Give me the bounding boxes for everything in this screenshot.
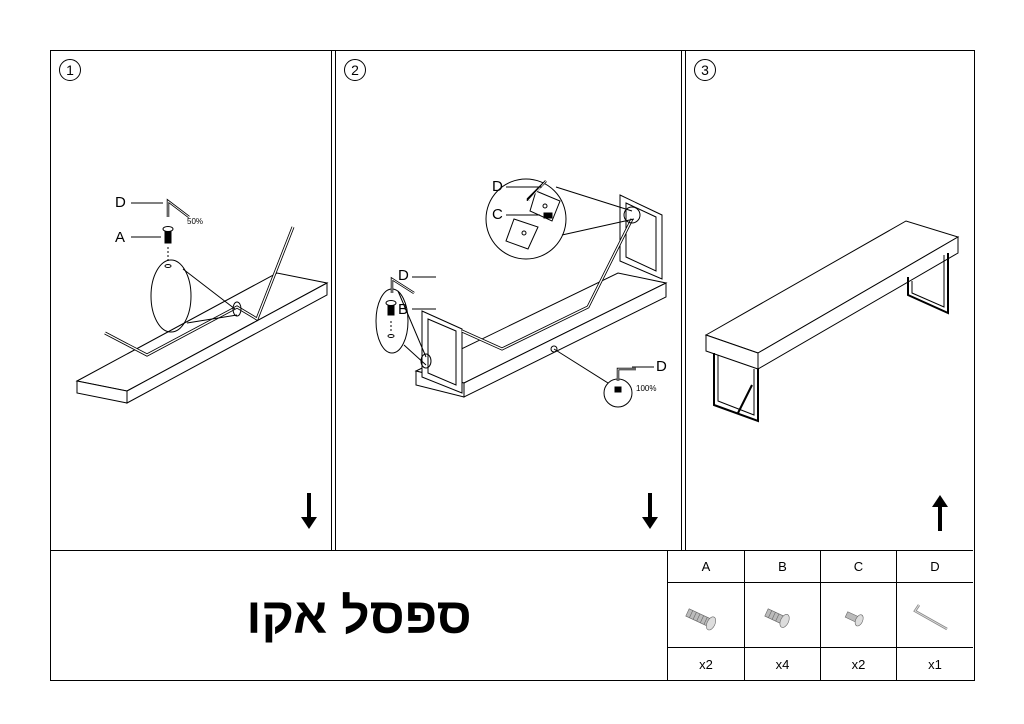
step-3-illustration bbox=[704, 220, 960, 423]
step-1-illustration bbox=[75, 198, 329, 404]
part-label-b: B bbox=[398, 301, 409, 318]
panel-divider bbox=[331, 51, 336, 551]
part-column-d: D x1 bbox=[897, 551, 973, 681]
product-title: ספסל אקו bbox=[246, 588, 472, 644]
part-quantity: x1 bbox=[928, 657, 942, 672]
part-label-a: A bbox=[115, 229, 126, 246]
step-panel-3: 3 bbox=[686, 51, 974, 551]
part-label-d: D bbox=[398, 267, 409, 284]
torque-label: 100% bbox=[636, 384, 657, 393]
panel-divider bbox=[681, 51, 686, 551]
part-label-d: D bbox=[656, 358, 667, 375]
part-column-b: B x4 bbox=[745, 551, 821, 681]
torque-label: 50% bbox=[187, 217, 204, 226]
step-panel-2: 2 bbox=[336, 51, 681, 551]
part-label-c: C bbox=[492, 206, 503, 223]
footer-divider bbox=[51, 550, 973, 551]
step-2-illustration bbox=[375, 178, 668, 408]
part-column-a: A x2 bbox=[668, 551, 745, 681]
instruction-sheet: 1 bbox=[50, 50, 975, 681]
step-panel-1: 1 bbox=[51, 51, 331, 551]
part-letter: B bbox=[745, 551, 820, 583]
flip-down-arrow-icon bbox=[301, 493, 317, 529]
part-label-d: D bbox=[115, 194, 126, 211]
step-number-1: 1 bbox=[59, 59, 81, 81]
step-number-2: 2 bbox=[344, 59, 366, 81]
allen-key-icon bbox=[897, 583, 973, 648]
part-quantity: x4 bbox=[775, 657, 790, 672]
parts-table: A x2 B bbox=[667, 551, 974, 681]
flip-up-arrow-icon bbox=[932, 495, 948, 531]
screw-small-icon bbox=[821, 583, 896, 648]
step-number-3: 3 bbox=[694, 59, 716, 81]
bolt-short-icon bbox=[745, 583, 820, 648]
part-letter: A bbox=[668, 551, 744, 583]
part-letter: C bbox=[821, 551, 896, 583]
part-label-d: D bbox=[492, 178, 503, 195]
part-quantity: x2 bbox=[699, 657, 713, 672]
part-letter: D bbox=[897, 551, 973, 583]
bolt-long-icon bbox=[668, 583, 744, 648]
part-column-c: C x2 bbox=[821, 551, 897, 681]
title-box: ספסל אקו bbox=[51, 551, 667, 681]
flip-down-arrow-icon bbox=[642, 493, 658, 529]
part-quantity: x2 bbox=[851, 657, 866, 672]
